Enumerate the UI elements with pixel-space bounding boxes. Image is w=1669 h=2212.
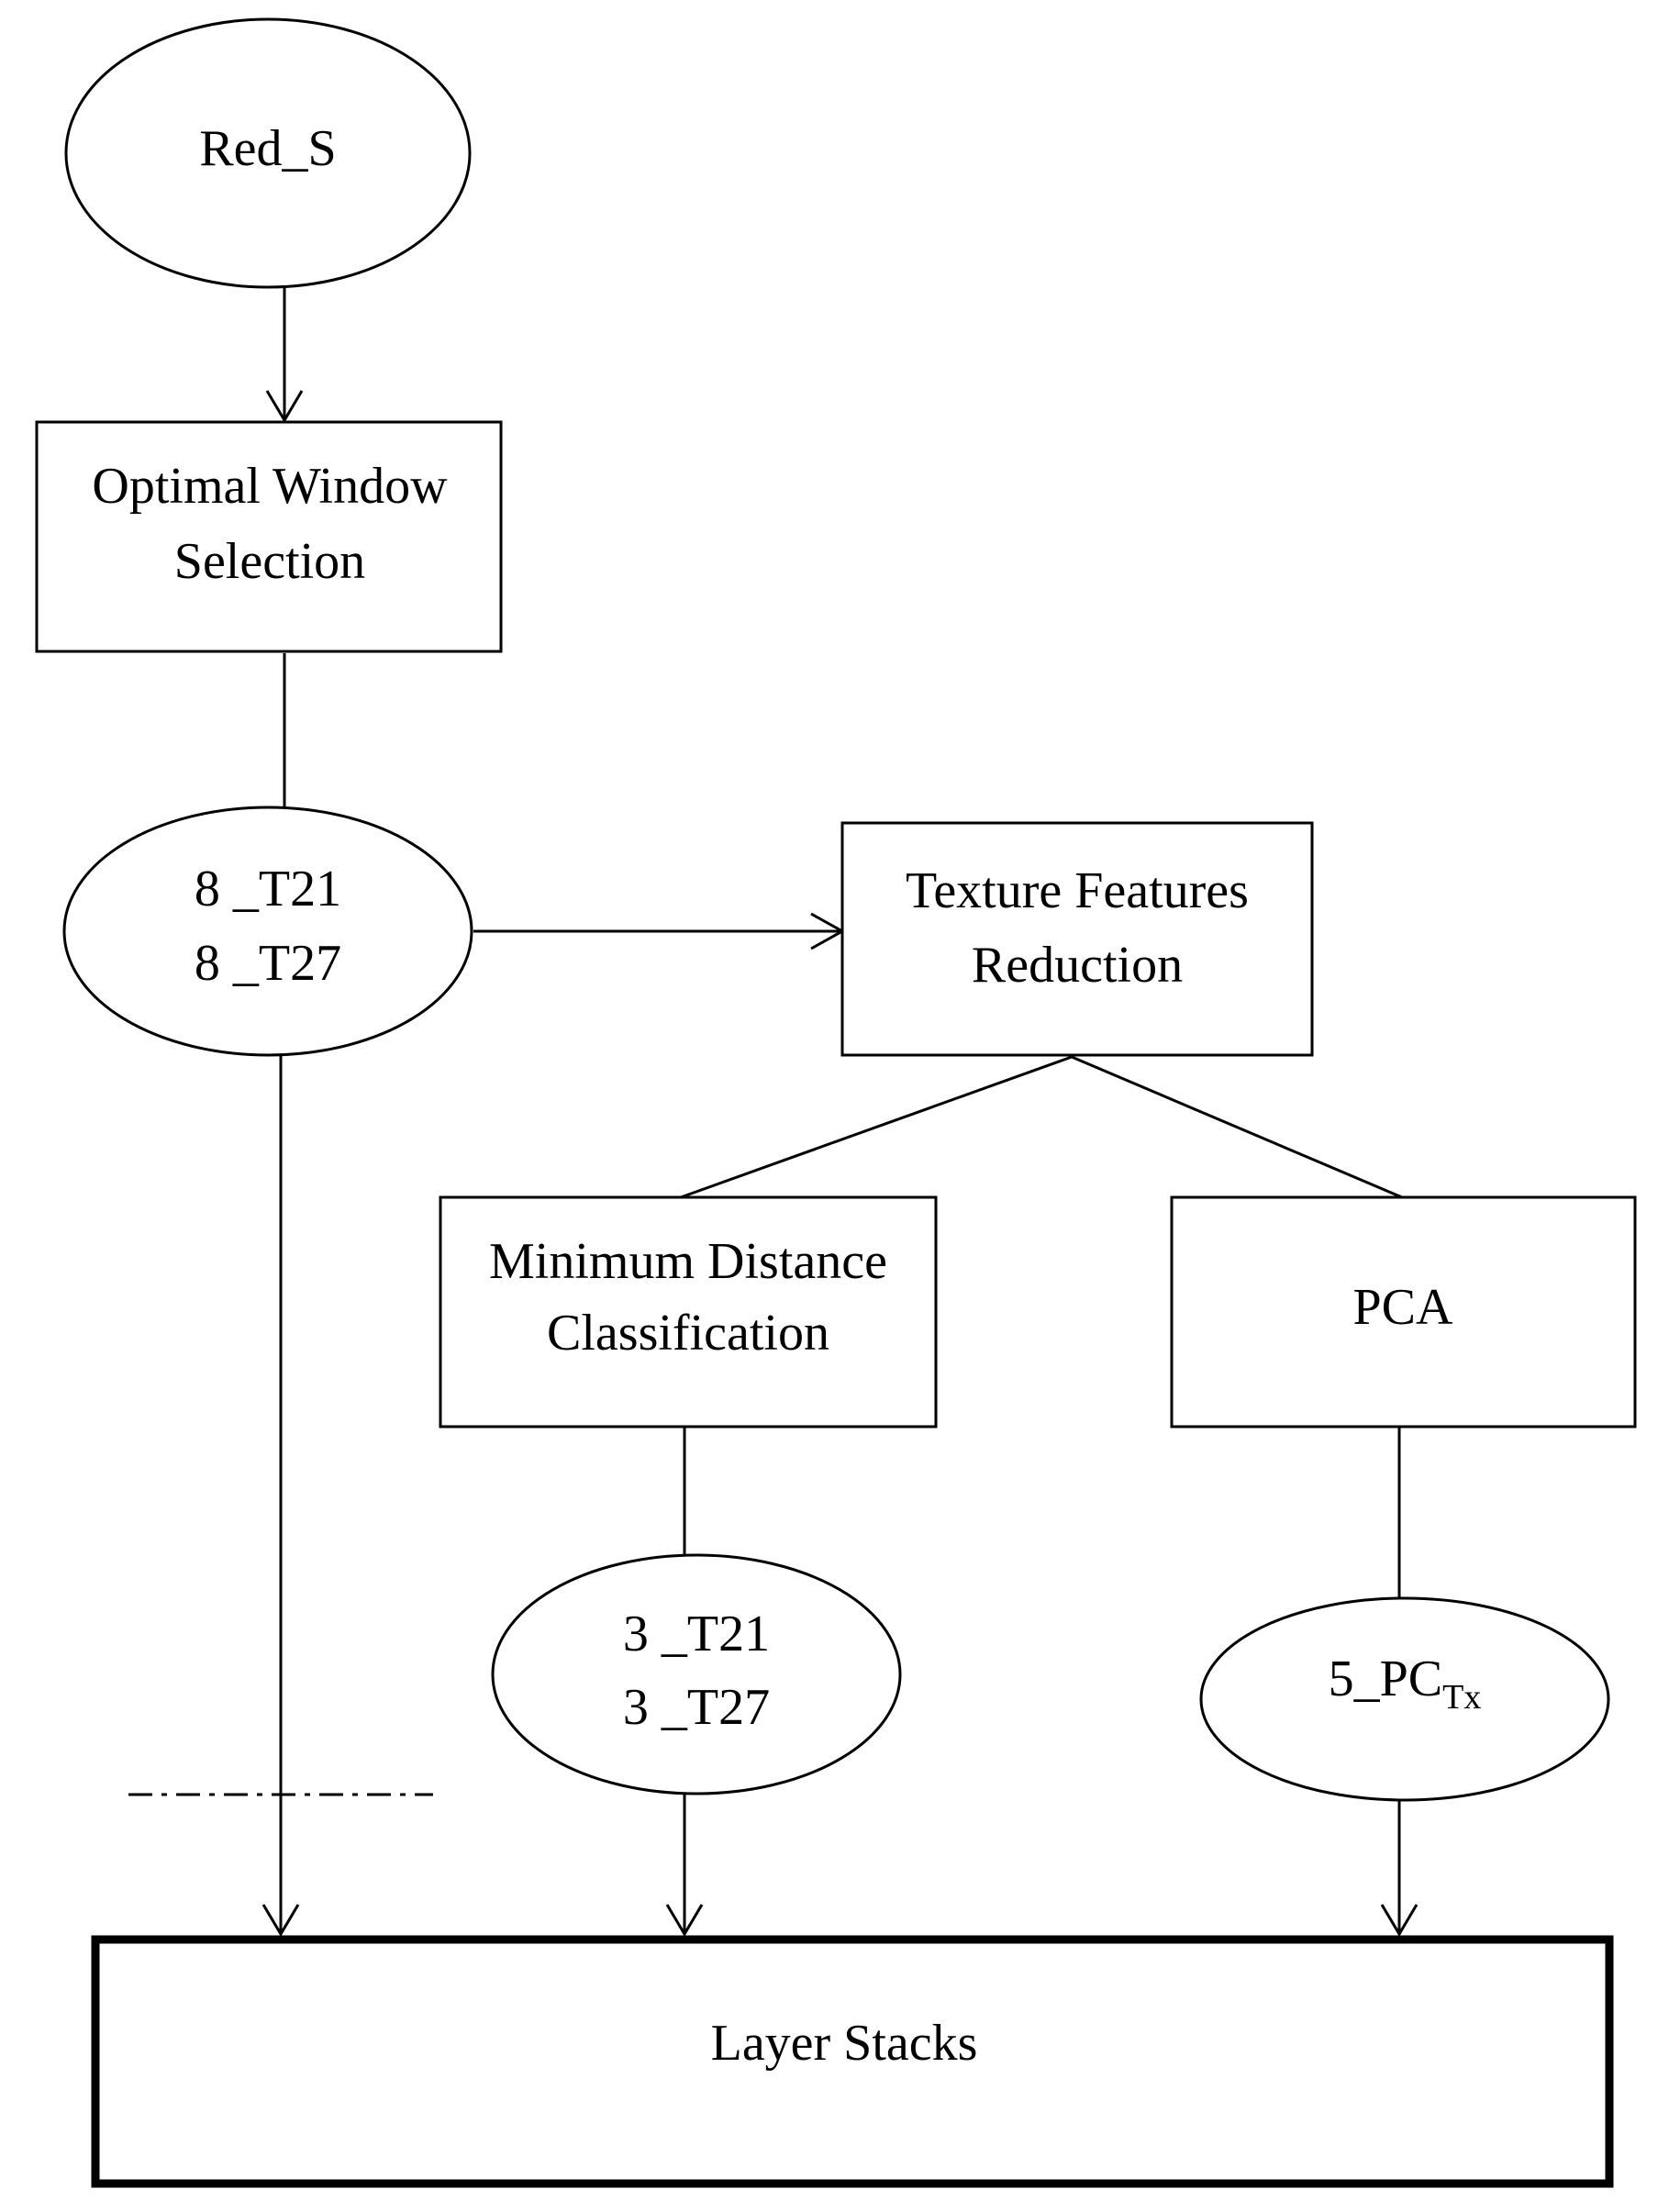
pc-tx-subscript: Tx	[1442, 1678, 1481, 1717]
node-t8: 8 _T21 8 _T27	[62, 806, 473, 1057]
pca-label: PCA	[1353, 1279, 1453, 1336]
node-t3: 3 _T21 3 _T27	[491, 1553, 902, 1795]
t3-ellipse	[491, 1553, 902, 1795]
t8-label-line1: 8 _T21	[195, 861, 341, 917]
node-pc-tx: 5_PCTx	[1199, 1596, 1610, 1802]
connectors	[128, 287, 1419, 1937]
arrowhead-layer-stacks-middle	[665, 1904, 704, 1937]
min-distance-label-line2: Classification	[547, 1305, 829, 1362]
layer-stacks-label: Layer Stacks	[711, 2015, 978, 2072]
pc-tx-base: 5_PC	[1329, 1651, 1443, 1707]
texture-reduction-box	[840, 821, 1314, 1057]
node-minimum-distance-classification: Minimum Distance Classification	[439, 1195, 938, 1428]
node-red-s: Red_S	[64, 17, 472, 289]
min-distance-box	[439, 1195, 938, 1428]
optimal-window-box	[35, 420, 503, 653]
arrowhead-layer-stacks-left	[261, 1904, 300, 1937]
min-distance-label-line1: Minimum Distance	[489, 1233, 887, 1290]
arrowhead-optimal-window	[265, 390, 304, 423]
red-s-ellipse	[64, 17, 472, 289]
red-s-label: Red_S	[199, 120, 336, 177]
pc-tx-label: 5_PCTx	[1329, 1651, 1482, 1717]
node-pca: PCA	[1170, 1195, 1637, 1428]
pca-box	[1170, 1195, 1637, 1428]
texture-reduction-label-line2: Reduction	[972, 937, 1183, 994]
node-layer-stacks: Layer Stacks	[91, 1935, 1614, 2188]
layer-stacks-box	[91, 1935, 1614, 2188]
arrowhead-layer-stacks-right	[1380, 1904, 1419, 1937]
node-texture-features-reduction: Texture Features Reduction	[840, 821, 1314, 1057]
optimal-window-label-line1: Optimal Window	[92, 458, 448, 515]
edge-texture-to-min-distance	[680, 1055, 1073, 1199]
edge-texture-to-pca	[1071, 1055, 1403, 1199]
texture-reduction-label-line1: Texture Features	[906, 862, 1249, 919]
t8-ellipse	[62, 806, 473, 1057]
node-optimal-window-selection: Optimal Window Selection	[35, 420, 503, 653]
t3-label-line1: 3 _T21	[623, 1606, 770, 1662]
pc-tx-ellipse	[1199, 1596, 1610, 1802]
t3-label-line2: 3 _T27	[623, 1679, 770, 1736]
t8-label-line2: 8 _T27	[195, 935, 341, 992]
optimal-window-label-line2: Selection	[174, 533, 365, 590]
